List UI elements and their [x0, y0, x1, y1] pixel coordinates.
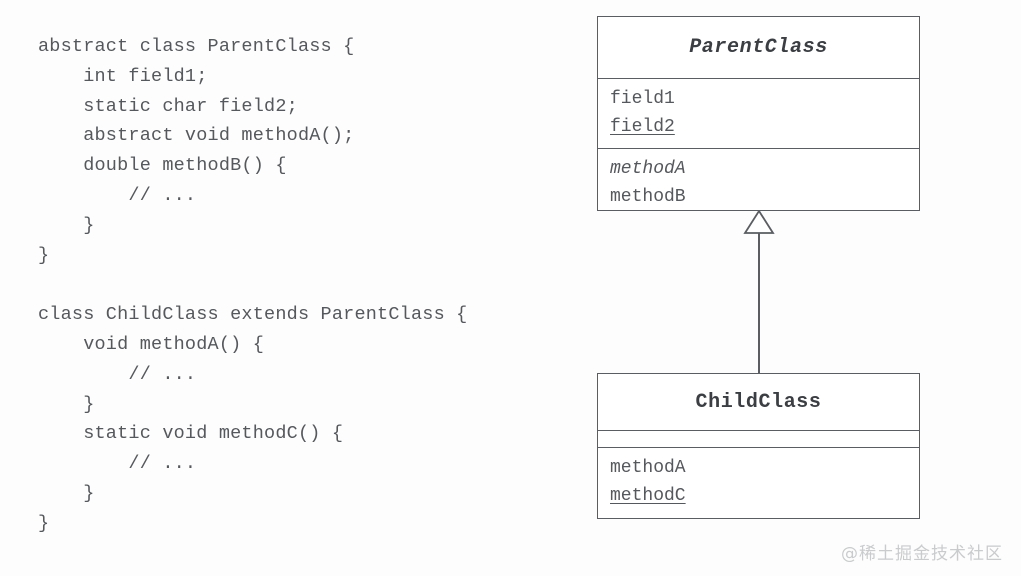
uml-method: methodB	[610, 187, 686, 207]
uml-methods-childclass: methodA methodC	[598, 448, 919, 518]
code-line: abstract void methodA();	[38, 125, 355, 147]
uml-method-abstract: methodA	[610, 159, 686, 179]
code-line: }	[38, 482, 95, 504]
code-line: class ChildClass extends ParentClass {	[38, 304, 468, 326]
uml-class-childclass[interactable]: ChildClass methodA methodC	[597, 373, 920, 519]
code-line: }	[38, 512, 50, 534]
hollow-triangle-inheritance-icon	[743, 209, 775, 234]
code-line: }	[38, 393, 95, 415]
uml-class-title-childclass: ChildClass	[598, 374, 919, 431]
code-line: int field1;	[38, 65, 208, 87]
code-line: // ...	[38, 363, 197, 385]
code-listing: abstract class ParentClass { int field1;…	[38, 32, 558, 539]
code-line: abstract class ParentClass {	[38, 36, 355, 57]
code-line-blank	[38, 270, 558, 300]
generalization-line	[758, 232, 760, 374]
code-line: void methodA() {	[38, 333, 265, 355]
code-line: static void methodC() {	[38, 423, 344, 445]
code-line: // ...	[38, 184, 197, 206]
uml-field: field1	[610, 89, 675, 109]
uml-class-title-parentclass: ParentClass	[598, 17, 919, 79]
uml-class-parentclass[interactable]: ParentClass field1 field2 methodA method…	[597, 16, 920, 211]
uml-methods-parentclass: methodA methodB	[598, 149, 919, 208]
uml-method: methodA	[610, 458, 686, 478]
uml-fields-parentclass: field1 field2	[598, 79, 919, 149]
code-line: double methodB() {	[38, 155, 287, 177]
uml-field-static: field2	[610, 117, 675, 137]
code-line: static char field2;	[38, 95, 298, 117]
watermark: @稀土掘金技术社区	[841, 544, 1003, 564]
code-line: }	[38, 244, 50, 266]
uml-fields-childclass	[598, 431, 919, 448]
code-line: }	[38, 214, 95, 236]
code-line: // ...	[38, 453, 197, 475]
uml-method-static: methodC	[610, 486, 686, 506]
